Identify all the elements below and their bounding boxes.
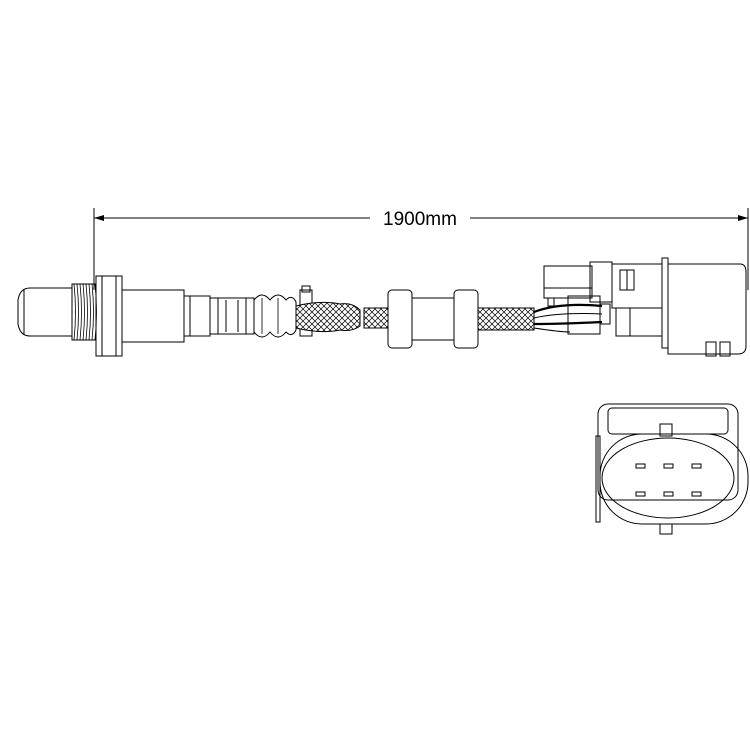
- connector-pin: [635, 463, 646, 469]
- thread-line: [79, 283, 82, 341]
- braided-sleeve-right: [477, 307, 535, 331]
- connector-pin: [691, 463, 702, 469]
- thread-line: [88, 283, 91, 341]
- sensor-boot: [253, 294, 297, 338]
- arrow-right-icon: [738, 215, 748, 221]
- thread-line: [85, 283, 88, 341]
- thread-line: [76, 283, 79, 341]
- sensor-hex-nut: [95, 275, 123, 357]
- connector-pin: [663, 491, 674, 497]
- connector-pin: [635, 491, 646, 497]
- arrow-left-icon: [94, 215, 104, 221]
- thread-line: [82, 283, 85, 341]
- thread-line: [73, 283, 76, 341]
- connector-pin: [691, 491, 702, 497]
- connector-pins: [635, 463, 702, 497]
- braided-sleeve-middle: [363, 307, 389, 329]
- cable-grommet: [387, 289, 479, 349]
- braided-sleeve-left: [295, 301, 361, 333]
- dimension-line: 1900mm: [93, 208, 749, 290]
- connector-side-view: [543, 257, 747, 357]
- sensor-thread: [71, 283, 97, 341]
- connector-front-view: [595, 403, 749, 535]
- sensor-wires: [533, 303, 611, 333]
- sensor-probe-tip: [17, 287, 73, 337]
- sensor-body: [121, 289, 255, 343]
- dimension-label: 1900mm: [383, 209, 457, 230]
- thread-line: [91, 283, 94, 341]
- connector-pin: [663, 463, 674, 469]
